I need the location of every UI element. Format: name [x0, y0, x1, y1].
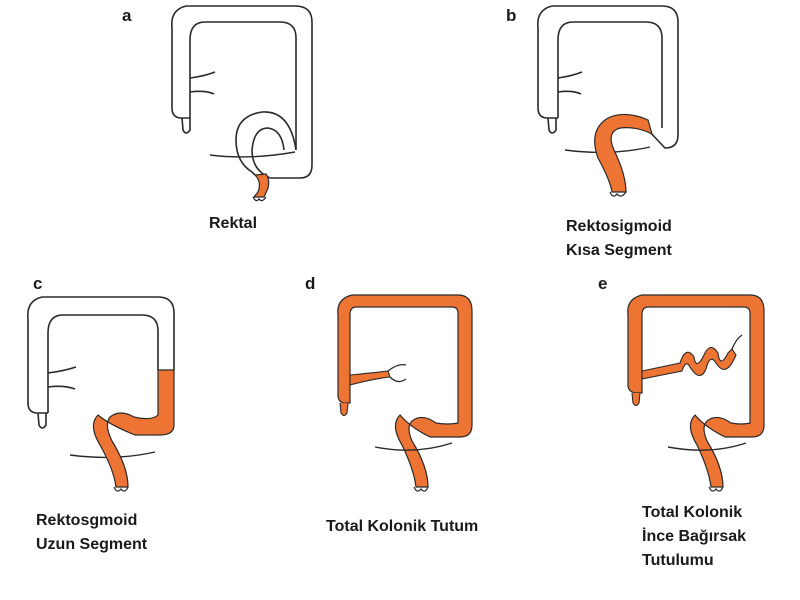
affected-segment-e — [627, 294, 765, 488]
panel-a-letter: a — [122, 6, 132, 25]
caption-line: Rektal — [209, 215, 258, 232]
panel-c-caption: Rektosgmoid Uzun Segment — [36, 509, 147, 557]
cecum-e — [631, 392, 641, 407]
colon-diagram-d — [337, 294, 473, 492]
anus-d — [413, 486, 429, 492]
affected-segment-d — [337, 294, 473, 488]
cecum-d — [339, 402, 349, 417]
colon-diagram-e — [627, 294, 765, 492]
panel-d-caption: Total Kolonik Tutum — [326, 515, 478, 539]
colon-a-healthy — [170, 5, 313, 179]
small-intestine-tail-e — [731, 334, 743, 350]
pelvic-line-e — [667, 442, 747, 451]
panel-e: e Total Kolonik İnce Bağırsak Tutulumu — [560, 275, 800, 575]
small-intestine-d — [387, 363, 407, 383]
affected-segment-a — [252, 173, 270, 198]
caption-line: Rektosgmoid — [36, 512, 138, 529]
caption-line: Rektosigmoid — [566, 218, 672, 235]
colon-c-healthy — [26, 296, 175, 429]
caption-line: Kısa Segment — [566, 242, 672, 259]
panel-a-caption: Rektal — [209, 212, 257, 236]
anus-e — [708, 486, 724, 492]
panel-e-letter: e — [598, 274, 608, 293]
caption-line: Uzun Segment — [36, 536, 148, 553]
affected-small-intestine-e — [641, 346, 737, 380]
colon-b-healthy — [536, 5, 679, 149]
colon-diagram-a — [170, 5, 313, 202]
panel-b-letter: b — [506, 6, 517, 25]
panel-c: c Rektosgmoid Uzun Segment — [0, 275, 270, 575]
panel-e-caption: Total Kolonik İnce Bağırsak Tutulumu — [642, 501, 746, 573]
affected-stub-d — [349, 370, 391, 386]
caption-line: Total Kolonik Tutum — [326, 518, 479, 535]
caption-line: Total Kolonik — [642, 504, 743, 521]
anus-c — [113, 486, 129, 492]
caption-line: Tutulumu — [642, 552, 714, 569]
anus-a — [252, 196, 267, 202]
colon-diagram-c — [26, 296, 175, 492]
panel-d-letter: d — [305, 274, 316, 293]
anus-b — [609, 191, 627, 197]
panel-b: b Rektosigmoid Kısa Segment — [400, 0, 800, 300]
panel-d: d Total Kolonik Tutum — [280, 275, 540, 575]
pelvic-line-d — [374, 442, 453, 451]
colon-diagram-b — [536, 5, 679, 197]
affected-segment-c — [92, 369, 175, 488]
caption-line: İnce Bağırsak — [642, 528, 747, 545]
panel-c-letter: c — [33, 274, 43, 293]
pelvic-line-a — [209, 151, 296, 158]
panel-b-caption: Rektosigmoid Kısa Segment — [566, 215, 672, 263]
panel-a: a Rektal — [0, 0, 330, 300]
affected-segment-b — [594, 113, 653, 193]
